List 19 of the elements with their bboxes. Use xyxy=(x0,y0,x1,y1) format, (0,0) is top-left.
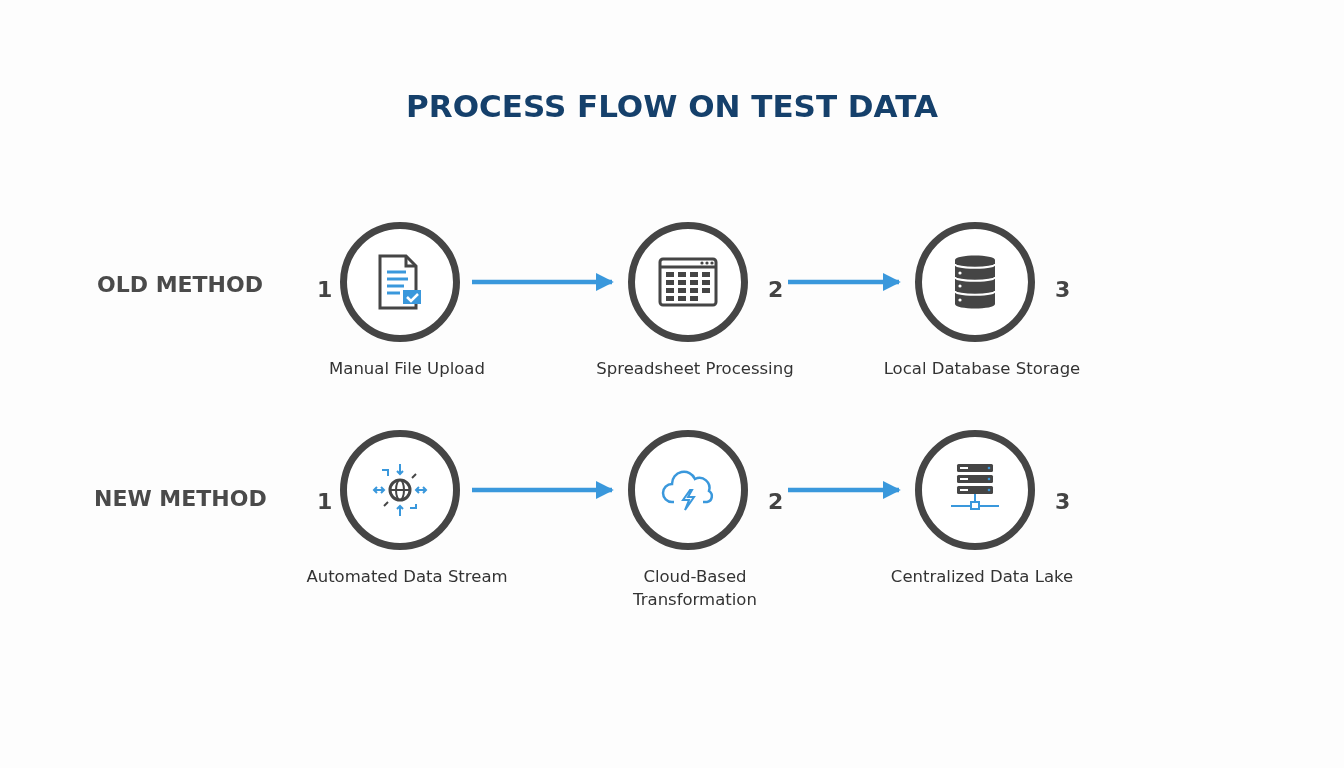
step-label: Local Database Storage xyxy=(883,358,1081,380)
step-number: 2 xyxy=(768,489,784,514)
arrow xyxy=(472,273,614,291)
step-label: Manual File Upload xyxy=(329,358,485,380)
step-label: Cloud-Based Transformation xyxy=(632,566,758,611)
step-label: Spreadsheet Processing xyxy=(596,358,794,380)
step-label: Automated Data Stream xyxy=(306,566,508,588)
step-number: 1 xyxy=(317,277,333,302)
step-number: 3 xyxy=(1055,489,1071,514)
step-number: 1 xyxy=(317,489,333,514)
step-number: 3 xyxy=(1055,277,1071,302)
title: PROCESS FLOW ON TEST DATA xyxy=(406,88,938,124)
step-label: Centralized Data Lake xyxy=(890,566,1074,588)
step-number: 2 xyxy=(768,277,784,302)
row-label: OLD METHOD xyxy=(97,272,263,297)
row-label: NEW METHOD xyxy=(94,486,267,511)
arrow xyxy=(788,481,901,499)
arrow xyxy=(788,273,901,291)
arrow xyxy=(472,481,614,499)
